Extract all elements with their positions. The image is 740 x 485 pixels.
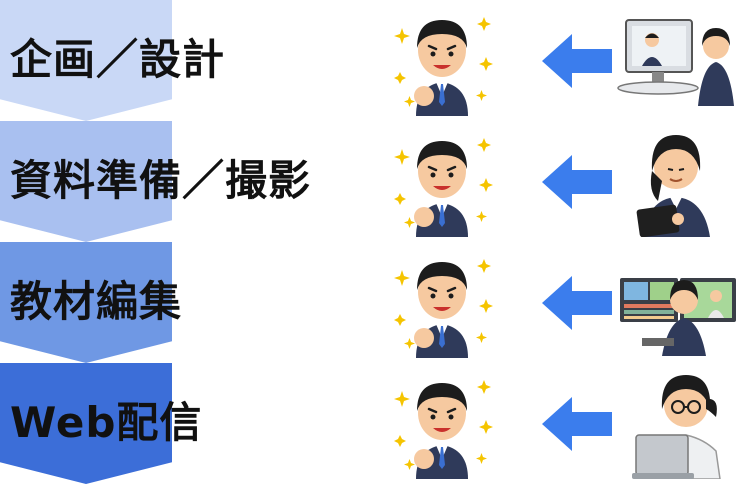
step-chevron: [0, 363, 172, 484]
businessman-fist-pump-icon: [394, 138, 493, 237]
step-chevron: [0, 0, 172, 121]
businessman-fist-pump-icon: [394, 259, 493, 358]
step-row-editing: 教材編集: [0, 242, 740, 363]
step-label: 教材編集: [10, 277, 183, 326]
businessman-fist-pump-icon: [394, 17, 493, 116]
step-chevron: [0, 121, 172, 242]
video-editor-icon: [620, 278, 736, 356]
laptop-worker-icon: [632, 375, 721, 479]
step-label: 資料準備／撮影: [10, 156, 312, 205]
tablet-worker-icon: [636, 135, 710, 237]
step-row-distribution: Web配信: [0, 363, 740, 484]
arrow-left-icon: [542, 397, 612, 451]
businessman-fist-pump-icon: [394, 380, 493, 479]
arrow-left-icon: [542, 155, 612, 209]
step-label: 企画／設計: [10, 35, 226, 84]
video-call-worker-icon: [617, 19, 734, 106]
step-chevron: [0, 242, 172, 363]
arrow-left-icon: [542, 276, 612, 330]
step-label: Web配信: [10, 398, 203, 447]
step-row-planning: 企画／設計: [0, 0, 740, 121]
arrow-left-icon: [542, 34, 612, 88]
step-row-preparation: 資料準備／撮影: [0, 121, 740, 242]
